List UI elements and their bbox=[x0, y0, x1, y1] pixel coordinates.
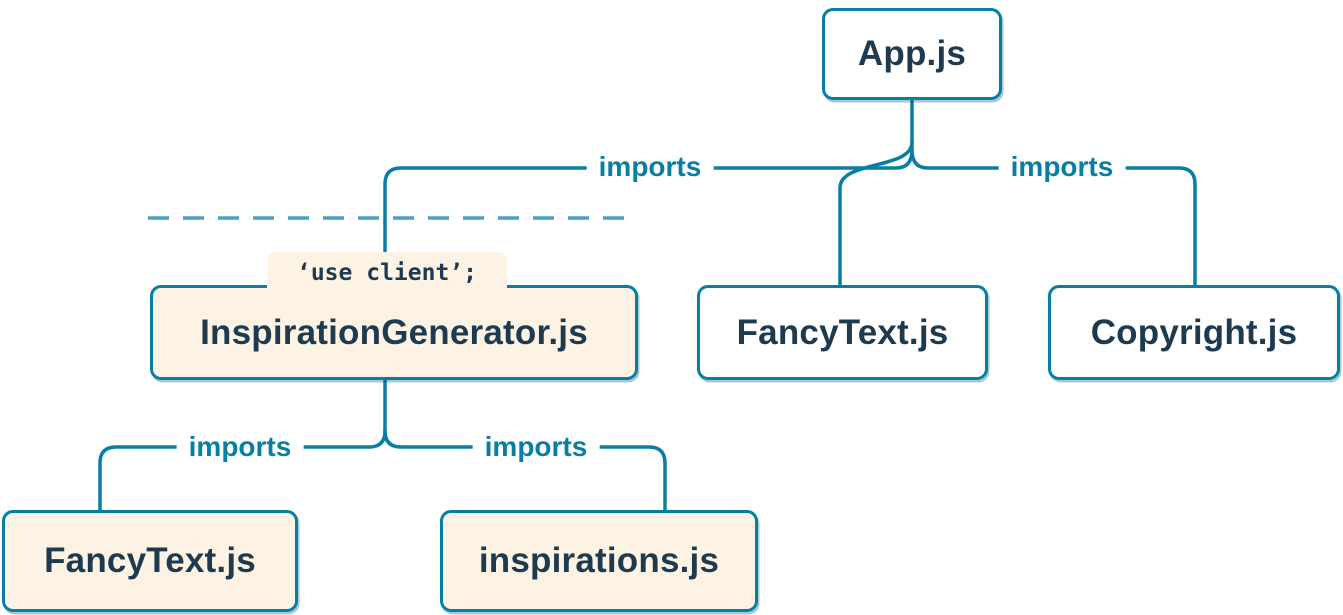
node-fancy-text-top-label: FancyText.js bbox=[736, 312, 949, 352]
edge-app-to-copyright bbox=[910, 148, 1197, 287]
imports-label-generator-inspirations: imports bbox=[472, 429, 600, 465]
node-copyright: Copyright.js bbox=[1048, 285, 1340, 380]
node-inspirations: inspirations.js bbox=[440, 510, 758, 612]
node-fancy-text-top: FancyText.js bbox=[697, 285, 988, 380]
node-fancy-text-bottom-label: FancyText.js bbox=[44, 541, 256, 580]
node-inspiration-generator: InspirationGenerator.js bbox=[150, 285, 638, 380]
node-app: App.js bbox=[822, 8, 1002, 100]
imports-label-generator-fancy-text: imports bbox=[176, 429, 304, 465]
edge-app-to-fancy-text bbox=[838, 140, 914, 287]
node-inspiration-generator-label: InspirationGenerator.js bbox=[200, 312, 588, 352]
node-inspirations-label: inspirations.js bbox=[478, 541, 720, 580]
imports-label-app-inspiration: imports bbox=[586, 149, 714, 185]
edge-generator-to-inspirations bbox=[383, 429, 667, 512]
node-app-label: App.js bbox=[857, 34, 967, 73]
edge-generator-to-fancy-text bbox=[98, 429, 387, 512]
node-fancy-text-bottom: FancyText.js bbox=[2, 510, 298, 612]
imports-label-app-copyright: imports bbox=[998, 149, 1126, 185]
edge-app-to-inspiration-generator bbox=[383, 148, 914, 287]
use-client-directive-text: ‘use client’; bbox=[296, 259, 478, 286]
node-copyright-label: Copyright.js bbox=[1090, 312, 1298, 352]
use-client-directive-badge: ‘use client’; bbox=[266, 252, 508, 293]
